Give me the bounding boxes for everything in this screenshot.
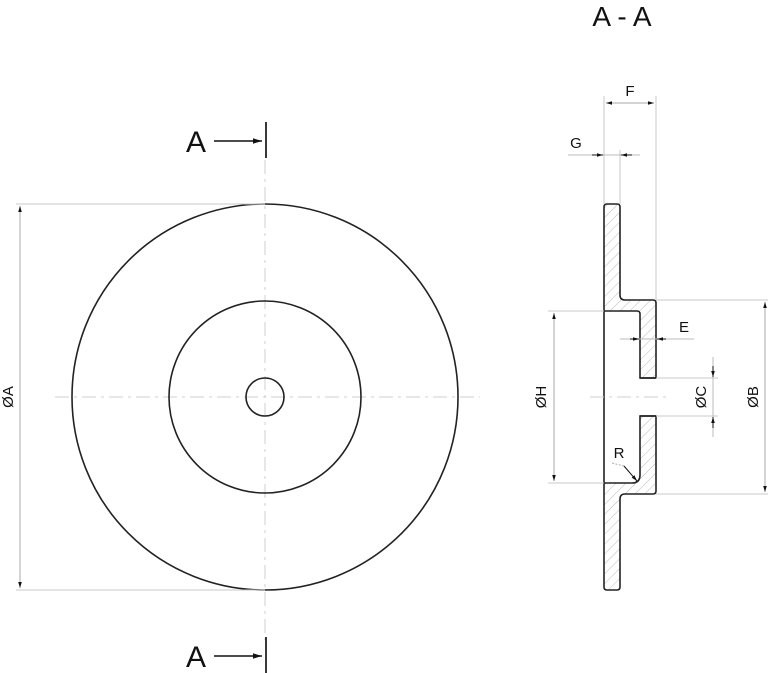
section-marker-top: A (186, 122, 267, 159)
front-view: ØA (0, 160, 480, 640)
dim-r-arrow (623, 465, 638, 482)
dim-a-label: ØA (0, 386, 17, 408)
section-title: A - A (592, 1, 651, 32)
dim-g-label: G (570, 135, 582, 152)
dim-e-label: E (679, 319, 689, 336)
section-upper-solid (603, 203, 657, 379)
section-lower-solid (603, 415, 657, 591)
dim-f-label: F (625, 83, 634, 100)
section-view: F G E ØH ØC ØB R (533, 83, 768, 591)
section-marker-bottom: A (186, 637, 267, 673)
dim-c-label: ØC (693, 386, 710, 409)
hub-circle (168, 300, 362, 494)
center-hole-circle (245, 377, 285, 417)
dim-r-leader (611, 462, 625, 467)
dim-r-label: R (614, 445, 625, 462)
dim-b-label: ØB (745, 386, 762, 408)
dim-h-label: ØH (533, 386, 550, 409)
section-marker-top-label: A (186, 126, 206, 159)
section-marker-bottom-label: A (186, 641, 206, 673)
